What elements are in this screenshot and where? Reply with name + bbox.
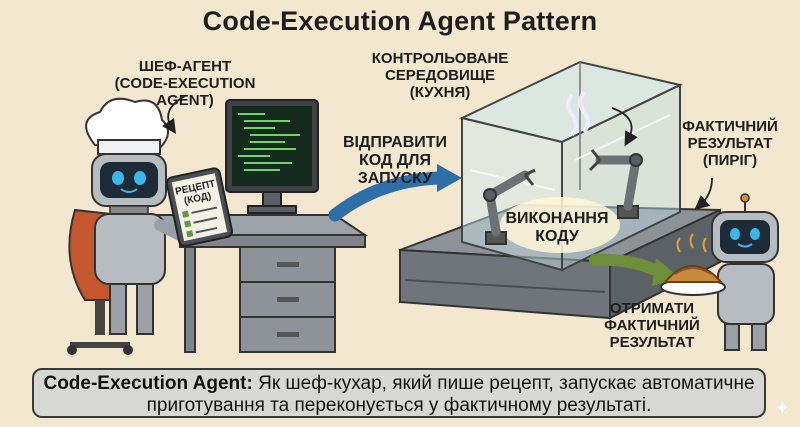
caption-bold: Code-Execution Agent:: [43, 373, 253, 394]
controlled-env-label-line3: (КУХНЯ): [409, 84, 471, 101]
get-result-label-line1: ОТРИМАТИ: [609, 300, 695, 317]
controlled-env-label-line2: СЕРЕДОВИЩЕ: [384, 67, 496, 84]
robot-arm-icon: [483, 149, 643, 245]
chef-agent-label: ШЕФ-АГЕНТ (CODE-EXECUTION AGENT): [95, 58, 275, 109]
controlled-env-label: КОНТРОЛЬОВАНЕ СЕРЕДОВИЩЕ (КУХНЯ): [360, 50, 520, 101]
get-result-label-line2: ФАКТИЧНИЙ: [604, 317, 700, 334]
send-code-arrow: [328, 171, 447, 222]
execute-code-label: ВИКОНАННЯ КОДУ: [497, 210, 617, 246]
page-title: Code-Execution Agent Pattern: [202, 6, 598, 36]
send-code-label-line1: ВІДПРАВИТИ: [342, 134, 448, 151]
desk: [146, 214, 369, 353]
actual-result-label-line2: РЕЗУЛЬТАТ: [687, 135, 773, 152]
send-code-arrow-head: [437, 164, 462, 192]
monitor-icon: [225, 99, 319, 214]
controlled-env-label-line1: КОНТРОЛЬОВАНЕ: [371, 50, 509, 67]
actual-result-label-line3: (ПИРІГ): [702, 152, 758, 169]
send-code-label: ВІДПРАВИТИ КОД ДЛЯ ЗАПУСКУ: [320, 134, 470, 188]
chef-label-pointer: [162, 95, 186, 134]
execute-code-label-line1: ВИКОНАННЯ: [505, 210, 609, 227]
glass-kitchen-icon: [459, 60, 683, 272]
pie-icon: [660, 233, 726, 296]
send-code-label-line2: КОД ДЛЯ ЗАПУСКУ: [357, 152, 433, 187]
sparkle-icon: ✦: [774, 398, 790, 418]
result-label-pointer: [694, 177, 713, 210]
chef-robot-icon: [85, 97, 196, 335]
caption-box: Code-Execution Agent: Як шеф-кухар, який…: [32, 368, 766, 418]
execute-code-label-line2: КОДУ: [535, 228, 579, 245]
get-result-label: ОТРИМАТИ ФАКТИЧНИЙ РЕЗУЛЬТАТ: [592, 300, 712, 351]
tablet-icon: РЕЦЕПТ (КОД): [165, 167, 234, 247]
chef-agent-label-line1: ШЕФ-АГЕНТ: [138, 58, 232, 75]
chef-agent-label-line2: (CODE-EXECUTION AGENT): [114, 75, 256, 109]
actual-result-label: ФАКТИЧНИЙ РЕЗУЛЬТАТ (ПИРІГ): [670, 118, 790, 169]
caption-text: Як шеф-кухар, який пише рецепт, запускає…: [146, 373, 755, 416]
get-result-label-line3: РЕЗУЛЬТАТ: [609, 334, 695, 351]
env-label-pointer: [611, 107, 638, 147]
waiter-robot-icon: [711, 193, 779, 351]
actual-result-label-line1: ФАКТИЧНИЙ: [682, 118, 778, 135]
